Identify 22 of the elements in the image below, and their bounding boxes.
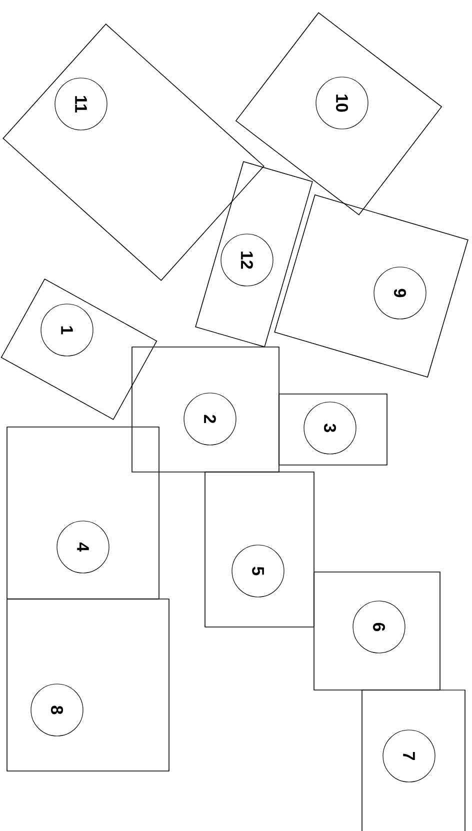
number-badge: 10	[316, 76, 368, 130]
panel-frame	[314, 572, 440, 690]
number-badge: 12	[220, 234, 274, 286]
panel-frame	[362, 690, 466, 831]
panel-frame	[2, 24, 264, 281]
number-badge: 6	[352, 600, 406, 654]
number-badge: 1	[40, 304, 94, 356]
panel-frame	[6, 598, 170, 772]
number-badge: 2	[184, 392, 236, 446]
number-badge: 3	[304, 402, 356, 454]
number-badge: 4	[56, 520, 110, 574]
panel-frame	[204, 472, 314, 628]
panel-frame	[195, 161, 313, 348]
panel-frame	[0, 278, 158, 420]
number-badge: 7	[382, 730, 436, 782]
panel-frame	[132, 346, 280, 472]
number-badge: 5	[232, 544, 284, 598]
number-badge: 9	[374, 266, 426, 320]
number-badge: 8	[30, 684, 84, 736]
panel-frame	[278, 394, 388, 466]
number-badge: 11	[54, 78, 108, 130]
panel-frame	[6, 426, 160, 600]
